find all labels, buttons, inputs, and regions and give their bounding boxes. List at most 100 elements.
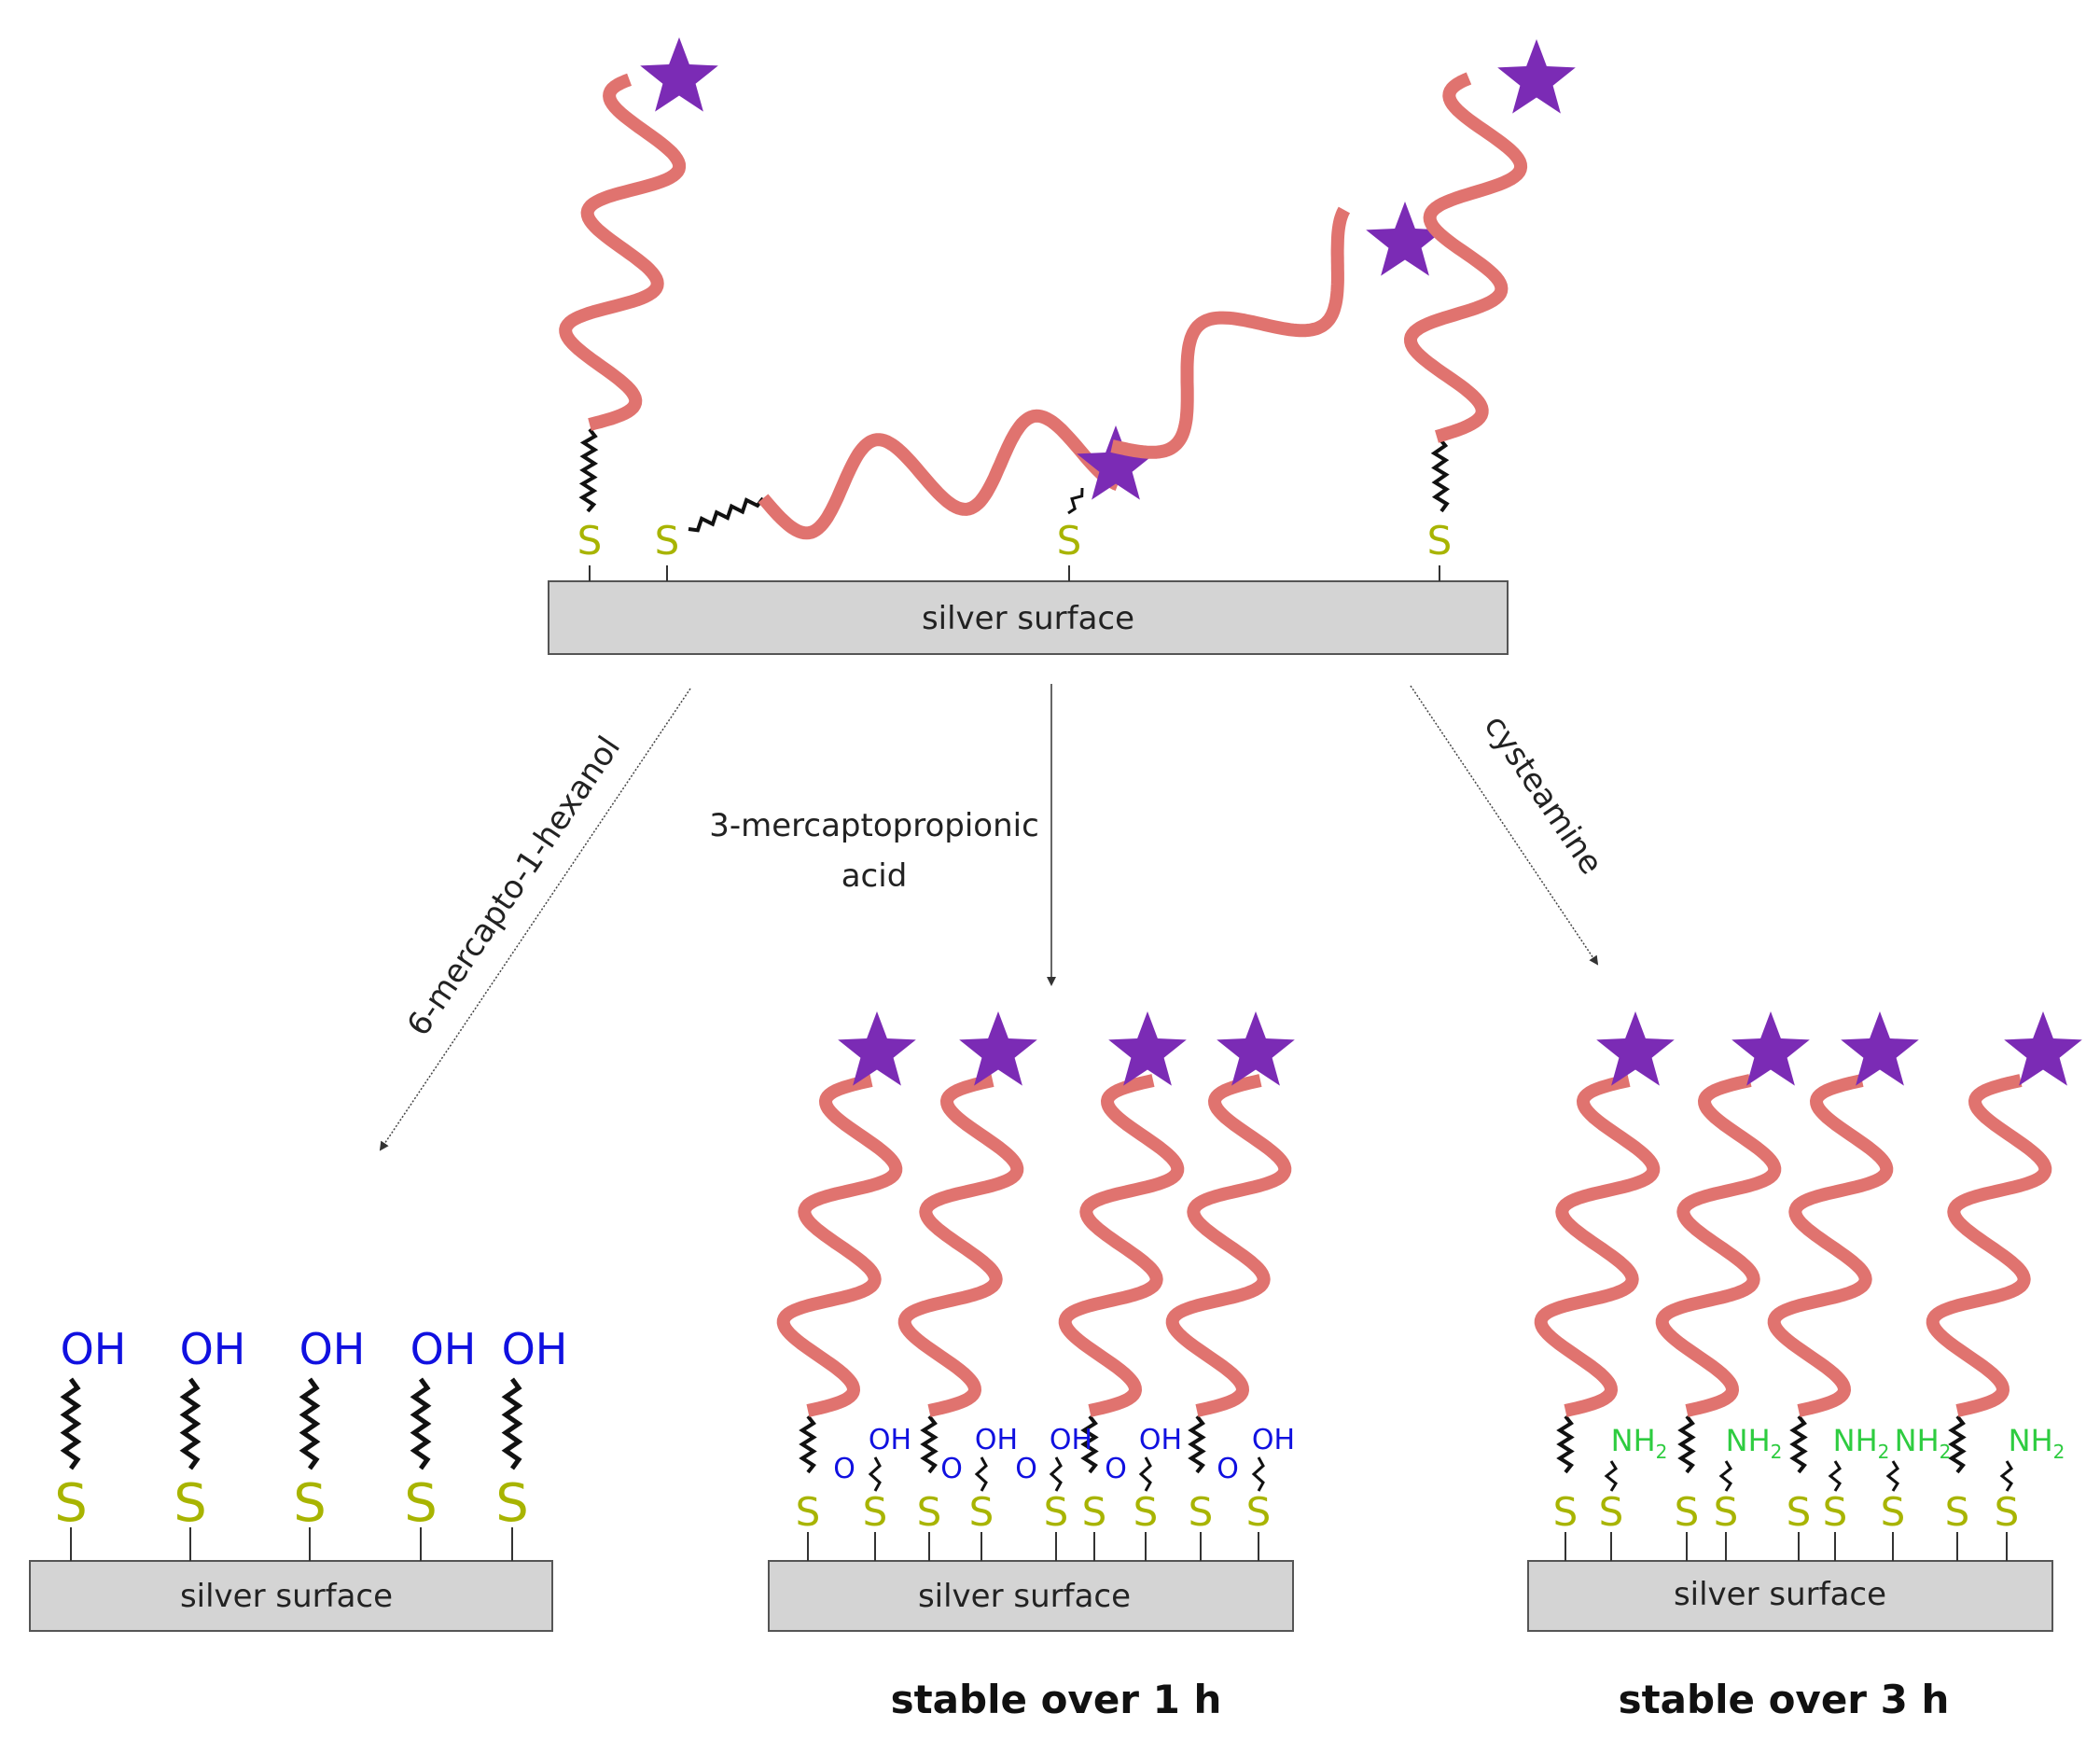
- alkyl-linker: [410, 1377, 432, 1470]
- alkyl-linker: [60, 1377, 82, 1470]
- alkyl-linker: [1999, 1460, 2013, 1492]
- middle-caption: stable over 1 h: [891, 1677, 1222, 1722]
- sulfur-label: S: [1133, 1489, 1159, 1535]
- amine-label: NH2: [2009, 1423, 2065, 1463]
- sulfur-label: S: [655, 518, 680, 564]
- dna-strand: [776, 1074, 903, 1417]
- hydroxyl-label: OH: [502, 1324, 568, 1374]
- right-caption: stable over 3 h: [1619, 1677, 1950, 1722]
- hydroxyl-label: OH: [61, 1324, 127, 1374]
- alkyl-linker: [1188, 1414, 1206, 1474]
- sulfur-label: S: [1675, 1489, 1700, 1535]
- dye-star-icon: [1596, 1011, 1675, 1086]
- top-silver-surface: [548, 580, 1509, 655]
- alkyl-linker: [1948, 1414, 1967, 1474]
- dye-star-icon: [1497, 39, 1576, 114]
- alkyl-linker: [179, 1377, 202, 1470]
- alkyl-linker: [578, 427, 599, 513]
- sulfur-label: S: [174, 1473, 207, 1534]
- alkyl-linker: [1828, 1460, 1842, 1492]
- sulfur-label: S: [1553, 1489, 1578, 1535]
- sulfur-label: S: [1057, 518, 1082, 564]
- alkyl-linker: [1067, 487, 1084, 515]
- carbonyl-label: O: [1217, 1453, 1239, 1485]
- sulfur-label: S: [1945, 1489, 1970, 1535]
- sulfur-label: S: [404, 1473, 438, 1534]
- alkyl-linker: [1718, 1460, 1732, 1492]
- reaction-label-middle-line2: acid: [841, 857, 908, 895]
- alkyl-linker: [1080, 1414, 1099, 1474]
- alkyl-linker: [1604, 1460, 1618, 1492]
- hydroxyl-label: OH: [1139, 1424, 1182, 1456]
- top-surface-label: silver surface: [922, 600, 1134, 637]
- hydroxyl-label: OH: [410, 1324, 477, 1374]
- reaction-label-middle-line1: 3-mercaptopropionic: [709, 807, 1039, 844]
- dna-strand: [1655, 1074, 1782, 1417]
- reaction-arrows: 6-mercapto-1-hexanol 3-mercaptopropionic…: [379, 684, 1610, 1151]
- dna-strand: [1767, 1074, 1894, 1417]
- hydroxyl-label: OH: [869, 1424, 911, 1456]
- dna-strand: [1165, 1074, 1292, 1417]
- carbonyl-label: O: [1105, 1453, 1127, 1485]
- dye-star-icon: [2004, 1011, 2082, 1086]
- sulfur-label: S: [1044, 1489, 1069, 1535]
- alkyl-linker: [799, 1414, 817, 1474]
- hydroxyl-label: OH: [1050, 1424, 1092, 1456]
- sulfur-label: S: [293, 1473, 327, 1534]
- sulfur-label: S: [1082, 1489, 1107, 1535]
- sulfur-label: S: [1246, 1489, 1272, 1535]
- alkyl-linker: [1677, 1414, 1696, 1474]
- alkyl-linker: [1885, 1460, 1899, 1492]
- dye-star-icon: [1108, 1011, 1187, 1086]
- hydroxyl-label: OH: [299, 1324, 366, 1374]
- sulfur-label: S: [1189, 1489, 1214, 1535]
- sulfur-label: S: [54, 1473, 88, 1534]
- sulfur-label: S: [1599, 1489, 1624, 1535]
- left-surface-label: silver surface: [180, 1578, 393, 1615]
- sulfur-label: S: [1823, 1489, 1848, 1535]
- amine-label: NH2: [1895, 1423, 1952, 1463]
- sulfur-label: S: [969, 1489, 994, 1535]
- middle-silver-surface: [768, 1560, 1294, 1632]
- middle-surface-label: silver surface: [918, 1578, 1131, 1615]
- amine-label: NH2: [1833, 1423, 1890, 1463]
- dna-strand: [559, 73, 687, 431]
- alkyl-linker: [868, 1456, 882, 1492]
- sulfur-label: S: [796, 1489, 821, 1535]
- sulfur-label: S: [1787, 1489, 1812, 1535]
- dna-strand: [758, 409, 1122, 540]
- alkyl-linker: [920, 1414, 939, 1474]
- dna-strand: [1109, 205, 1351, 459]
- alkyl-linker: [1138, 1456, 1152, 1492]
- sulfur-label: S: [1714, 1489, 1739, 1535]
- amine-label: NH2: [1611, 1423, 1668, 1463]
- dye-star-icon: [1077, 425, 1155, 500]
- alkyl-linker: [688, 496, 765, 533]
- reaction-label-left: 6-mercapto-1-hexanol: [400, 730, 628, 1043]
- dna-strand: [1058, 1074, 1185, 1417]
- alkyl-linker: [1251, 1456, 1265, 1492]
- dye-star-icon: [640, 37, 718, 112]
- left-monolayer: S OH S OH S OH S OH S OH: [54, 1324, 567, 1561]
- dna-strand: [1404, 72, 1528, 443]
- sulfur-label: S: [495, 1473, 529, 1534]
- alkyl-linker: [1789, 1414, 1808, 1474]
- dye-star-icon: [1366, 202, 1444, 276]
- sulfur-label: S: [577, 518, 603, 564]
- reaction-label-right: cysteamine: [1477, 708, 1610, 881]
- hydroxyl-label: OH: [180, 1324, 246, 1374]
- amine-label: NH2: [1726, 1423, 1783, 1463]
- dna-strand: [1926, 1074, 2052, 1417]
- sulfur-label: S: [863, 1489, 888, 1535]
- dye-star-icon: [838, 1011, 916, 1086]
- dye-star-icon: [1217, 1011, 1295, 1086]
- alkyl-linker: [1049, 1456, 1063, 1492]
- right-surface-label: silver surface: [1674, 1576, 1886, 1613]
- alkyl-linker: [501, 1377, 523, 1470]
- sulfur-label: S: [1881, 1489, 1906, 1535]
- sulfur-label: S: [917, 1489, 942, 1535]
- hydroxyl-label: OH: [975, 1424, 1018, 1456]
